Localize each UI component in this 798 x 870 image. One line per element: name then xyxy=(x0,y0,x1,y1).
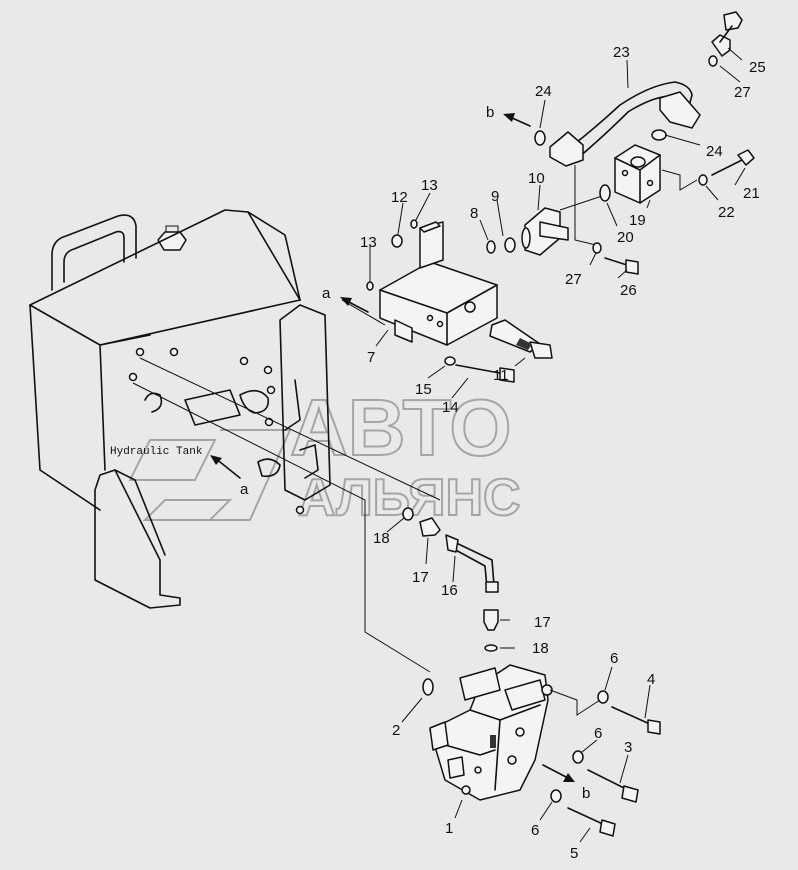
tube-23 xyxy=(549,11,743,167)
washer-15 xyxy=(444,356,456,366)
callout-21: 21 xyxy=(743,185,760,202)
callout-27-mid: 27 xyxy=(565,271,582,288)
callout-12: 12 xyxy=(391,189,408,206)
callout-17-right: 17 xyxy=(534,614,551,631)
arrow-b-bottom-label: b xyxy=(582,785,590,802)
callout-6-top: 6 xyxy=(610,650,618,667)
elbow-17-lower xyxy=(483,609,499,631)
callout-2: 2 xyxy=(392,722,400,739)
callout-18-right: 18 xyxy=(532,640,549,657)
bolt-26 xyxy=(604,257,639,275)
washer-27-mid xyxy=(592,242,602,254)
callout-24-right: 24 xyxy=(706,143,723,160)
o-ring-20 xyxy=(599,184,611,202)
callout-leaders xyxy=(369,47,746,843)
bolt-3 xyxy=(587,769,639,803)
callout-4: 4 xyxy=(647,671,655,688)
callout-23: 23 xyxy=(613,44,630,61)
arrow-a-top: a xyxy=(322,285,369,313)
o-ring-18-upper xyxy=(402,507,414,521)
main-valve-1 xyxy=(429,664,553,801)
hose-16 xyxy=(445,534,499,593)
callout-1: 1 xyxy=(445,820,453,837)
bolt-21 xyxy=(711,149,755,176)
callout-17-left: 17 xyxy=(412,569,429,586)
callout-27-top: 27 xyxy=(734,84,751,101)
valve-block-7 xyxy=(379,221,498,346)
callout-8: 8 xyxy=(470,205,478,222)
watermark-line1: АВТО xyxy=(290,383,512,472)
callout-3: 3 xyxy=(624,739,632,756)
callout-9: 9 xyxy=(491,188,499,205)
washer-22 xyxy=(698,174,708,186)
bolt-14 xyxy=(455,364,515,383)
bolt-5 xyxy=(567,807,616,837)
callout-14: 14 xyxy=(442,399,459,416)
o-ring-18-lower xyxy=(484,644,498,652)
o-ring-2 xyxy=(422,678,434,696)
callout-22: 22 xyxy=(718,204,735,221)
callout-10: 10 xyxy=(528,170,545,187)
callout-15: 15 xyxy=(415,381,432,398)
callout-13-top: 13 xyxy=(421,177,438,194)
washer-27-top xyxy=(708,55,718,67)
o-rings-8-9 xyxy=(486,237,516,254)
callout-numbers: 1 2 3 4 5 6 6 6 7 8 9 10 11 12 13 13 14 … xyxy=(360,44,766,862)
callout-25: 25 xyxy=(749,59,766,76)
arrow-b-top: b xyxy=(486,104,531,127)
callout-5: 5 xyxy=(570,845,578,862)
elbow-17-upper xyxy=(419,517,441,537)
callout-20: 20 xyxy=(617,229,634,246)
watermark-logo xyxy=(128,429,292,521)
callout-18-left: 18 xyxy=(373,530,390,547)
flange-19 xyxy=(614,144,661,204)
adapter-10 xyxy=(521,207,569,256)
watermark: АВТО АЛЬЯНС xyxy=(128,382,522,528)
callout-11: 11 xyxy=(493,367,509,384)
washer-6-top xyxy=(597,690,609,704)
o-rings-12-13 xyxy=(366,219,418,291)
washer-6-bottom xyxy=(550,789,562,803)
callout-6-bottom: 6 xyxy=(531,822,539,839)
arrow-b-bottom: b xyxy=(542,764,590,802)
arrow-b-label: b xyxy=(486,104,494,121)
relief-valve-11 xyxy=(489,319,553,359)
arrow-a-tank: a xyxy=(210,455,249,498)
callout-6-mid: 6 xyxy=(594,725,602,742)
callout-19: 19 xyxy=(629,212,646,229)
arrow-a-label: a xyxy=(322,285,331,302)
callout-16: 16 xyxy=(441,582,458,599)
arrow-a-tank-label: a xyxy=(240,481,249,498)
callout-13-left: 13 xyxy=(360,234,377,251)
callout-24-left: 24 xyxy=(535,83,552,100)
hydraulic-tank-label: Hydraulic Tank xyxy=(110,446,203,458)
hydraulic-tank xyxy=(29,209,441,673)
o-rings-24 xyxy=(534,129,667,146)
washer-6-mid xyxy=(572,750,584,764)
bolt-4 xyxy=(611,706,661,735)
callout-7: 7 xyxy=(367,349,375,366)
callout-26: 26 xyxy=(620,282,637,299)
